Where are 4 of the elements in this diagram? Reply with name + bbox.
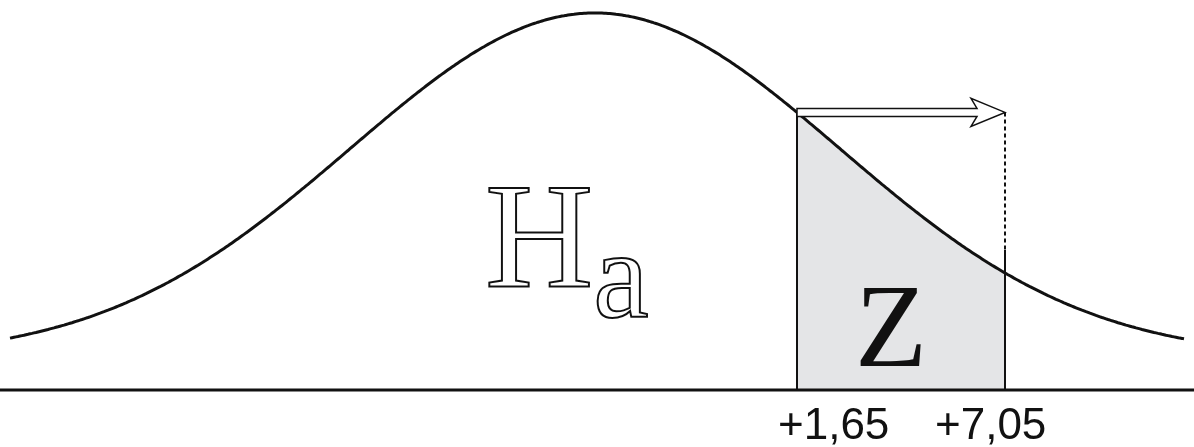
tick-label: +1,65 bbox=[778, 402, 890, 446]
hypothesis-label: H$_{a}$ bbox=[485, 160, 649, 338]
area-label: Z bbox=[855, 268, 928, 386]
tick-label: +7,05 bbox=[935, 402, 1047, 446]
